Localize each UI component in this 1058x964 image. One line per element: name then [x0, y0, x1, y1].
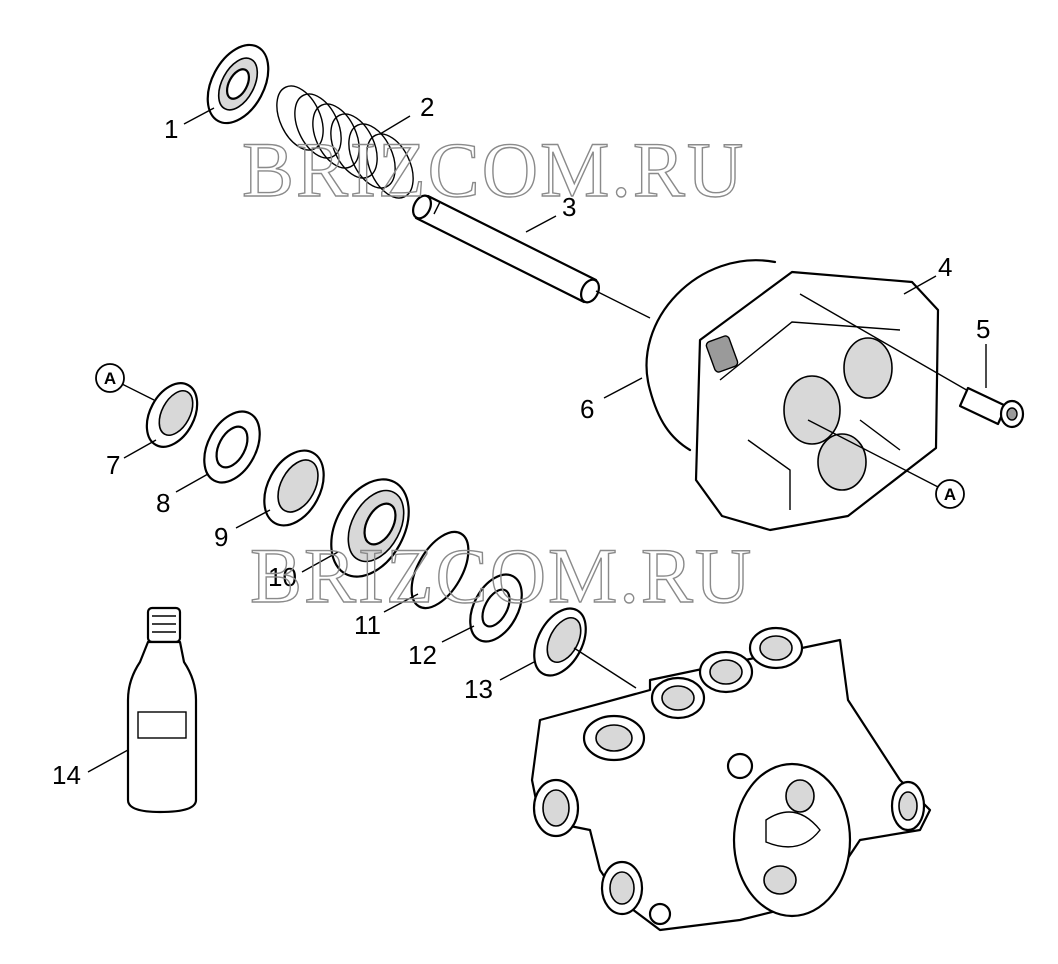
svg-text:A: A	[944, 485, 956, 504]
callout-5: 5	[976, 314, 990, 344]
callout-14: 14	[52, 760, 81, 790]
svg-text:A: A	[104, 369, 116, 388]
part-2-spring	[276, 85, 414, 199]
pump-housing	[530, 626, 932, 932]
reference-mark-a-right: A	[935, 479, 965, 509]
callout-4: 4	[938, 252, 952, 282]
callout-1: 1	[164, 114, 178, 144]
callout-8: 8	[156, 488, 170, 518]
watermark-top: BRIZCOM.RU	[242, 126, 745, 213]
part-9-seal	[263, 449, 325, 527]
part-8-washer	[203, 410, 261, 484]
part-4-cylinder-head	[694, 270, 971, 532]
part-12-washer	[469, 573, 523, 643]
reference-mark-a-left: A	[95, 363, 155, 401]
callout-7: 7	[106, 450, 120, 480]
part-13-seal	[533, 607, 637, 689]
part-10-seal	[330, 478, 410, 578]
callout-11: 11	[354, 610, 381, 640]
callout-3: 3	[562, 192, 576, 222]
watermark-middle: BRIZCOM.RU	[250, 532, 753, 619]
part-7-seal	[145, 382, 199, 448]
callout-9: 9	[214, 522, 228, 552]
part-14-oil-bottle	[126, 606, 198, 814]
callout-numbers: 1 2 3 4 5 6 7 8 9 10 11 12 13 14	[52, 92, 990, 790]
part-11-o-ring	[410, 530, 470, 610]
watermark-group: BRIZCOM.RU BRIZCOM.RU	[241, 125, 753, 619]
part-3-piston	[411, 194, 651, 319]
callout-10: 10	[268, 562, 297, 592]
part-5-screw	[958, 386, 1025, 429]
part-1-spring-cap	[206, 43, 270, 125]
callout-leaders	[87, 107, 987, 773]
callout-2: 2	[420, 92, 434, 122]
callout-13: 13	[464, 674, 493, 704]
callout-12: 12	[408, 640, 437, 670]
callout-6: 6	[580, 394, 594, 424]
